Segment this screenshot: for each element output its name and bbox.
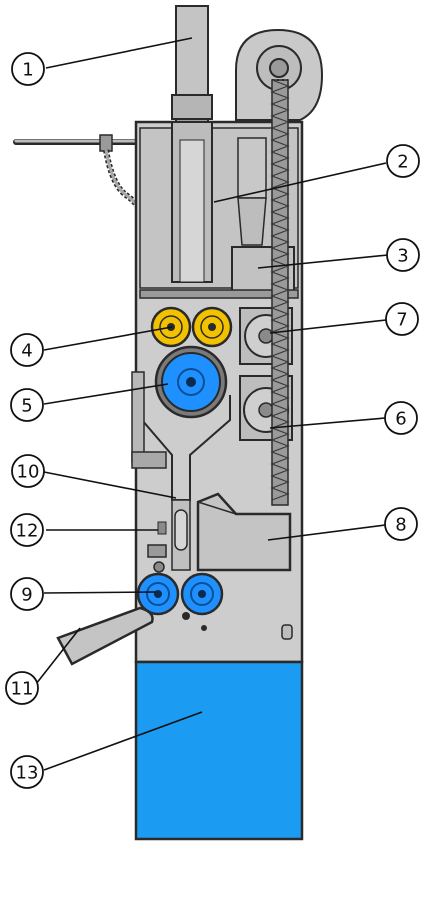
callout-number: 10 — [17, 462, 40, 483]
yellow-roller-right-ring — [200, 315, 224, 339]
callout-circle — [5, 671, 39, 705]
callout-number: 9 — [21, 585, 32, 606]
callout-circle — [11, 52, 45, 86]
callout-12: 12 — [10, 513, 44, 547]
leader-11 — [35, 627, 81, 685]
callout-number: 3 — [397, 246, 408, 267]
callout-8: 8 — [384, 507, 418, 541]
blue-roller-left-hub — [154, 590, 162, 598]
hopper-divider — [139, 289, 299, 299]
small-valve — [147, 544, 167, 558]
callout-number: 12 — [16, 521, 39, 542]
callout-3: 3 — [386, 238, 420, 272]
leader-1 — [45, 37, 193, 69]
side-bracket-foot — [131, 451, 167, 469]
callout-number: 11 — [11, 679, 34, 700]
callout-4: 4 — [10, 333, 44, 367]
blue-roller-right-ring — [190, 582, 214, 606]
leader-7 — [269, 319, 387, 334]
exhaust-pipe-collar — [171, 94, 213, 120]
leader-8 — [267, 524, 386, 541]
callout-circle — [11, 454, 45, 488]
callout-number: 8 — [395, 515, 406, 536]
leader-13 — [43, 711, 203, 771]
leader-2 — [213, 162, 387, 203]
callout-circle — [386, 238, 420, 272]
chute-pivot — [182, 612, 190, 620]
callout-number: 4 — [21, 341, 32, 362]
callout-10: 10 — [11, 454, 45, 488]
callout-13: 13 — [10, 755, 44, 789]
side-latch — [281, 624, 293, 640]
callout-circle — [10, 513, 44, 547]
indicator-dot — [153, 561, 165, 573]
callout-number: 2 — [397, 152, 408, 173]
cyclone-top — [237, 137, 267, 199]
panel-knob — [157, 521, 167, 535]
leader-6 — [269, 417, 386, 429]
large-blue-roller-ring — [177, 368, 205, 396]
leader-5 — [43, 383, 169, 405]
screw-thread-pattern — [270, 79, 290, 501]
callout-number: 13 — [16, 763, 39, 784]
callout-6: 6 — [384, 401, 418, 435]
callout-1: 1 — [11, 52, 45, 86]
leader-4 — [43, 326, 173, 351]
leader-10 — [43, 471, 177, 499]
lower-motor-hub — [258, 402, 274, 418]
leader-3 — [257, 254, 389, 269]
yellow-roller-right-hub — [208, 323, 216, 331]
fan-hub-inner — [269, 58, 289, 78]
callout-circle — [10, 577, 44, 611]
side-bracket — [131, 371, 145, 463]
callout-2: 2 — [386, 144, 420, 178]
callout-5: 5 — [10, 388, 44, 422]
large-blue-roller-hub — [186, 377, 196, 387]
bolt — [201, 625, 207, 631]
discharge-chute — [56, 606, 154, 666]
leader-lines — [35, 37, 389, 771]
callout-11: 11 — [5, 671, 39, 705]
blue-roller-left-ring — [146, 582, 170, 606]
blue-roller-right-hub — [198, 590, 206, 598]
callout-circle — [384, 507, 418, 541]
callout-9: 9 — [10, 577, 44, 611]
callout-circle — [10, 755, 44, 789]
callout-circle — [385, 302, 419, 336]
collection-tray — [196, 492, 292, 572]
callout-7: 7 — [385, 302, 419, 336]
callout-circle — [384, 401, 418, 435]
blue-base-cabinet — [134, 660, 304, 841]
callout-number: 5 — [21, 396, 32, 417]
callout-circle — [10, 388, 44, 422]
callout-number: 7 — [396, 310, 407, 331]
callout-circle — [10, 333, 44, 367]
callout-number: 1 — [22, 60, 33, 81]
inner-chute-core — [179, 139, 205, 283]
leader-9 — [43, 591, 157, 594]
sight-slot — [174, 509, 188, 551]
upper-motor-hub — [258, 328, 274, 344]
cyclone-cone — [237, 197, 267, 246]
callout-circle — [386, 144, 420, 178]
lever-clamp — [99, 134, 113, 152]
yellow-roller-left-ring — [159, 315, 183, 339]
tray-lip — [197, 501, 237, 515]
callout-number: 6 — [395, 409, 406, 430]
